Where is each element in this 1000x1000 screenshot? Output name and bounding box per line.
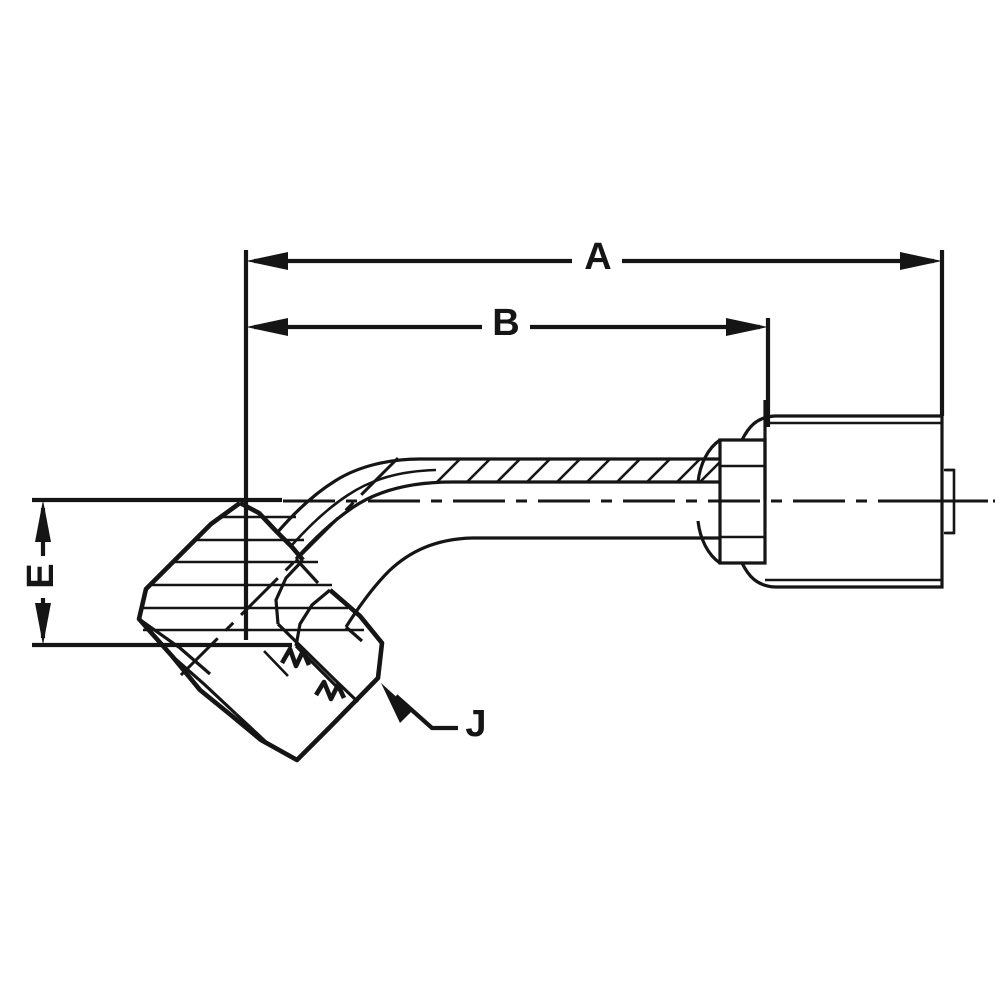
hatch-line <box>676 458 701 483</box>
elbow-bend <box>274 457 473 643</box>
break-zigzag-left <box>280 646 312 669</box>
hatch-line <box>616 458 641 483</box>
dimension-b-label: B <box>492 302 519 344</box>
hex-nut-bore-edge-upper <box>274 558 305 625</box>
collar-bottom-curve <box>696 520 721 565</box>
callout-j-leader <box>394 694 458 731</box>
hex-nut-body-line-lower <box>234 712 299 762</box>
dimension-e-arrowhead-top <box>35 500 51 542</box>
dimension-b-arrowhead-left <box>246 318 288 336</box>
hex-nut-bore-inner <box>263 650 289 677</box>
hex-nut-end-chamfer-a <box>138 617 212 676</box>
hatch-line <box>586 458 611 483</box>
elbow-wall-band <box>291 468 437 546</box>
collar-outline <box>718 438 767 565</box>
hex-nut-end-chamfer-b <box>170 654 238 716</box>
break-zigzag-right <box>314 679 347 702</box>
dimension-b: B <box>246 302 768 344</box>
dimension-e-label: E <box>20 563 62 588</box>
dimension-a-label: A <box>584 236 611 278</box>
dimension-e-arrowhead-bottom <box>35 603 51 645</box>
hex-nut-outline <box>136 501 385 763</box>
ferrule-shoulder-bottom <box>740 562 776 589</box>
stem-hatching <box>436 458 721 483</box>
dimension-b-arrowhead-right <box>726 318 768 336</box>
elbow-branch-centerline <box>178 456 400 678</box>
callout-j-label: J <box>465 703 486 745</box>
dimension-a-arrowhead-right <box>900 252 942 270</box>
hatch-line <box>646 458 671 483</box>
hatch-line <box>556 458 581 483</box>
hex-nut-flat-jog <box>238 500 305 562</box>
hatch-line <box>526 458 551 483</box>
collar-top-curve <box>696 438 721 483</box>
elbow-outer-sweep <box>274 457 421 536</box>
callout-j-arrowhead <box>381 683 412 723</box>
hex-nut-sleeve-top <box>276 622 360 704</box>
dimension-e: E <box>20 500 62 645</box>
hatch-line <box>466 458 491 483</box>
crimp-collar <box>696 438 767 565</box>
elbow-outer-sweep-2 <box>294 480 453 561</box>
dimension-a: A <box>246 236 942 278</box>
callout-j: J <box>381 683 487 745</box>
thread-break-symbol <box>280 646 347 702</box>
dimension-a-arrowhead-left <box>246 252 288 270</box>
hatch-line <box>699 461 721 483</box>
hex-nut-bore-edge-lower <box>294 588 332 647</box>
hex-swivel-nut <box>136 500 385 763</box>
centerlines-group <box>178 456 988 678</box>
hatch-line <box>496 458 521 483</box>
ferrule-shoulder-top <box>740 414 776 441</box>
hex-nut-section-hatching <box>142 515 364 632</box>
hatch-line <box>436 458 461 483</box>
hose-socket-ferrule <box>740 400 995 589</box>
hose-barb-stem <box>420 457 721 540</box>
elbow-inner-sweep <box>344 536 473 628</box>
